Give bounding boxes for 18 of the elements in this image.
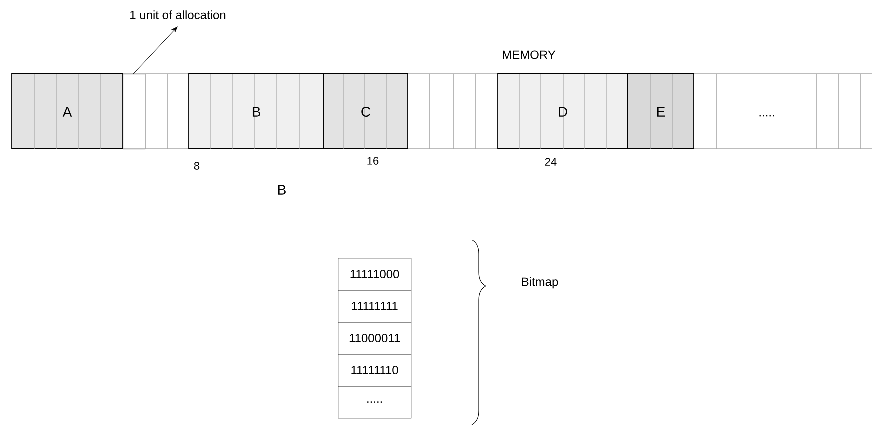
ellipsis: ..... [760,115,774,117]
memory-label: MEMORY [503,50,556,60]
memory-block: D [498,74,628,150]
bitmap-row: 11111111 [338,290,412,323]
annotation-text: 1 unit of allocation [130,10,226,20]
bitmap-row: 11111000 [338,258,412,291]
memory-block: B [188,74,324,150]
figure-label: B [278,185,286,195]
memory-block: E [628,74,694,150]
memory-block: C [324,74,408,150]
memory-block: A [12,74,124,150]
free-unit [123,74,146,150]
bitmap-row: ..... [338,386,412,419]
bitmap-row: 11000011 [338,322,412,355]
arrow [133,26,178,74]
address-label: 8 [194,162,200,170]
bitmap-row: 11111110 [338,354,412,387]
bitmap-label: Bitmap [522,277,558,289]
